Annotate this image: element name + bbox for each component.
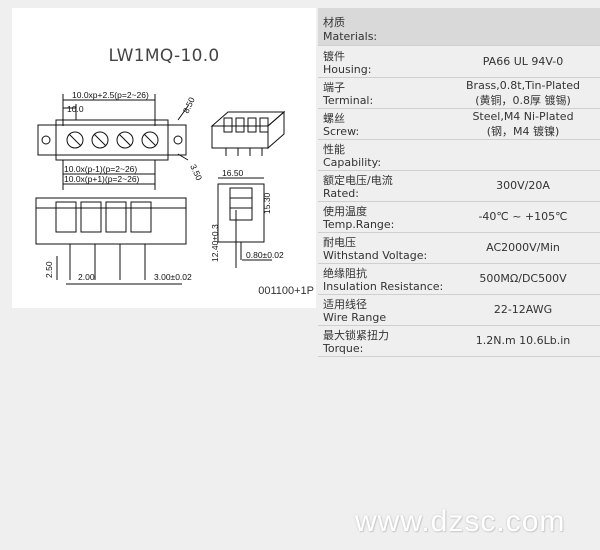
- dim-dia-350: 3.50: [188, 163, 204, 182]
- side-view: [217, 177, 272, 268]
- spec-label-zh: 螺丝: [323, 112, 345, 125]
- dim-080: 0.80±0.02: [246, 250, 284, 260]
- spec-value: Brass,0.8t,Tin-Plated: [466, 79, 580, 92]
- spec-label-en: Terminal:: [323, 94, 374, 107]
- spec-label-en: Capability:: [323, 156, 382, 169]
- dim-pitch-mid1: 10.0x(p-1)(p=2~26): [64, 164, 137, 174]
- spec-label-en: Withstand Voltage:: [323, 249, 428, 262]
- dim-1240: 12.40±0.3: [210, 224, 220, 262]
- spec-value: AC2000V/Min: [486, 241, 560, 254]
- dim-1650: 16.50: [222, 168, 244, 178]
- spec-label-zh: 使用温度: [323, 205, 367, 218]
- spec-value: Steel,M4 Ni-Plated: [472, 110, 574, 123]
- dim-pitch-top: 10.0xp+2.5(p=2~26): [72, 90, 149, 100]
- spec-label-en: Insulation Resistance:: [323, 280, 444, 293]
- front-view: [35, 197, 187, 285]
- dim-200: 2.00: [78, 272, 95, 282]
- spec-label-zh: 性能: [323, 143, 345, 156]
- dim-dia-850: 8.50: [181, 95, 197, 114]
- spec-value: (黄铜，0.8厚 镀锡): [475, 94, 571, 107]
- part-number: 001100+1P: [258, 285, 314, 297]
- top-view: [37, 94, 189, 190]
- drawing-panel: LW1MQ-10.0: [12, 8, 316, 308]
- spec-value: -40℃ ~ +105℃: [478, 210, 568, 223]
- spec-value: 22-12AWG: [493, 303, 553, 316]
- spec-label-zh: 绝缘阻抗: [323, 267, 367, 280]
- spec-label-zh: 最大锁紧扭力: [323, 329, 389, 342]
- spec-label-en: Rated:: [323, 187, 359, 200]
- spec-label-zh: 端子: [323, 81, 345, 94]
- spec-label-zh: 镀件: [323, 50, 345, 63]
- spec-value: 500MΩ/DC500V: [479, 272, 567, 285]
- spec-value: (钢，M4 镀镍): [486, 125, 560, 138]
- watermark: www.dzsc.com: [355, 505, 566, 538]
- spec-label-en: Wire Range: [323, 311, 387, 324]
- spec-value: PA66 UL 94V-0: [482, 55, 564, 68]
- iso-view: [210, 110, 286, 156]
- spec-value: 300V/20A: [496, 179, 550, 192]
- materials-header: 材质 Materials:: [318, 8, 600, 46]
- dim-1530: 15.30: [262, 192, 272, 214]
- header-en: Materials:: [323, 30, 378, 43]
- spec-label-en: Housing:: [323, 63, 372, 76]
- spec-label-zh: 适用线径: [323, 298, 367, 311]
- dim-pitch-mid2: 10.0x(p+1)(p=2~26): [64, 174, 140, 184]
- dim-pitch-single: 10.0: [67, 104, 84, 114]
- spec-label-zh: 额定电压/电流: [323, 174, 393, 187]
- dim-250: 2.50: [44, 261, 54, 278]
- spec-label-en: Torque:: [323, 342, 364, 355]
- dim-300: 3.00±0.02: [154, 272, 192, 282]
- product-title: LW1MQ-10.0: [108, 46, 220, 66]
- technical-drawing: 10.0xp+2.5(p=2~26) 10.0 8.50 3.50 10.0x(…: [35, 90, 286, 285]
- spec-label-en: Screw:: [323, 125, 360, 138]
- spec-label-zh: 耐电压: [323, 236, 356, 249]
- spec-label-en: Temp.Range:: [323, 218, 395, 231]
- header-zh: 材质: [323, 16, 345, 29]
- spec-value: 1.2N.m 10.6Lb.in: [475, 334, 571, 347]
